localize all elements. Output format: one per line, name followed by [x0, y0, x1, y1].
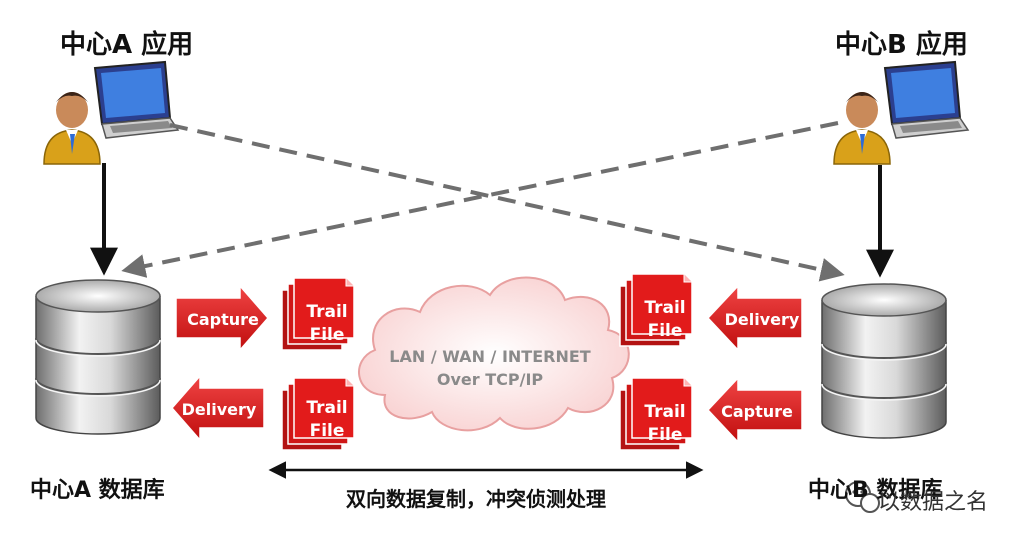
user-computer-icon-b	[833, 61, 969, 165]
delivery-arrow-b	[706, 284, 803, 352]
network-cloud	[358, 276, 630, 432]
trail-label-b-top-2: File	[648, 321, 683, 341]
app-label-b: 中心B 应用	[835, 30, 968, 60]
user-computer-icon-a	[43, 61, 179, 165]
capture-label-a: Capture	[187, 310, 259, 329]
trail-label-a-top-1: Trail	[306, 302, 347, 322]
dashed-arrow-app-b-to-db-a	[121, 121, 839, 278]
trail-label-a-bottom-1: Trail	[306, 398, 347, 418]
trail-label-a-bottom-2: File	[310, 421, 345, 441]
cloud-label-line2: Over TCP/IP	[437, 370, 544, 389]
trail-label-b-bottom-1: Trail	[644, 402, 685, 422]
db-label-a: 中心A 数据库	[30, 478, 165, 503]
delivery-arrow-a	[171, 374, 265, 442]
database-icon-b	[821, 283, 947, 439]
replication-caption: 双向数据复制，冲突侦测处理	[346, 487, 606, 511]
capture-label-b: Capture	[721, 402, 793, 421]
trail-label-b-bottom-2: File	[648, 425, 683, 445]
delivery-label-b: Delivery	[725, 310, 800, 329]
app-label-a: 中心A 应用	[60, 30, 194, 60]
capture-arrow-b	[706, 376, 803, 444]
trail-label-a-top-2: File	[310, 325, 345, 345]
database-icon-a	[35, 279, 161, 435]
trail-label-b-top-1: Trail	[644, 298, 685, 318]
cloud-label-line1: LAN / WAN / INTERNET	[389, 347, 590, 366]
wechat-icon	[845, 481, 880, 513]
watermark-text: 以数据之名	[878, 490, 989, 515]
delivery-label-a: Delivery	[182, 400, 257, 419]
capture-arrow-a	[175, 284, 269, 352]
dashed-arrow-app-a-to-db-b	[169, 123, 845, 282]
db-label-b: 中心B 数据库	[808, 478, 943, 503]
